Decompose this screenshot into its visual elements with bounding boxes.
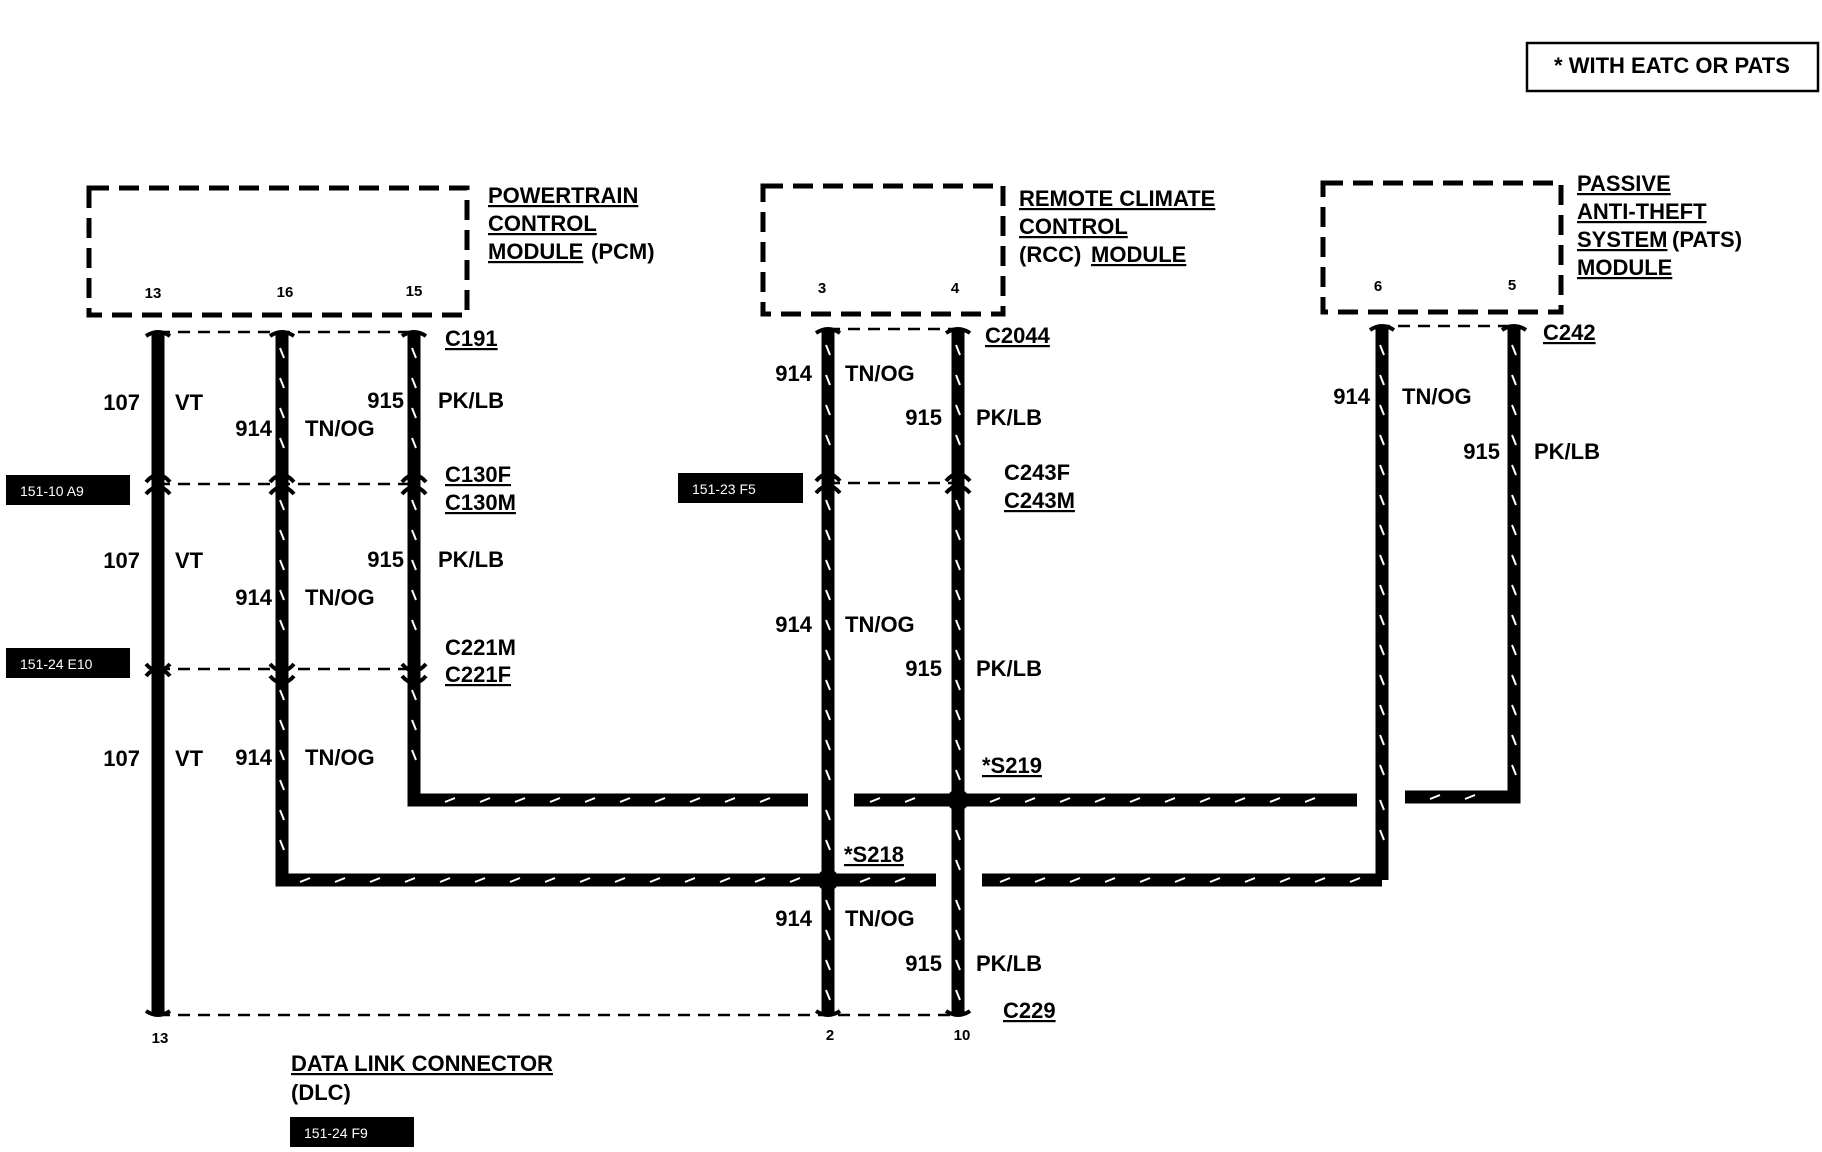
pats-pin-5: 5: [1508, 277, 1516, 294]
ref-tag-151-24-e10: 151-24 E10: [6, 648, 130, 678]
wire-914-color: TN/OG: [845, 612, 915, 637]
rcc-title-line3a: (RCC): [1019, 242, 1081, 267]
rcc-pin-3: 3: [818, 280, 826, 297]
wire-914-circuit: 914: [235, 585, 272, 610]
rcc-title-line2: CONTROL: [1019, 214, 1128, 239]
note-text: * WITH EATC OR PATS: [1554, 53, 1790, 78]
wire-915-color: PK/LB: [976, 656, 1042, 681]
wire-914-circuit: 914: [235, 416, 272, 441]
wire-915-color: PK/LB: [976, 951, 1042, 976]
wire-107-color: VT: [175, 746, 204, 771]
pcm-title-line3a: MODULE: [488, 239, 583, 264]
dlc-title-line2: (DLC): [291, 1080, 351, 1105]
pats-title-line4: MODULE: [1577, 255, 1672, 280]
pats-title-line3a: SYSTEM: [1577, 227, 1667, 252]
wire-107-color: VT: [175, 390, 204, 415]
wire-914-circuit: 914: [235, 745, 272, 770]
connector-c221f: C221F: [445, 662, 511, 687]
dlc-pin-13: 13: [152, 1030, 169, 1047]
wire-915-color: PK/LB: [976, 405, 1042, 430]
wire-914-circuit: 914: [775, 906, 812, 931]
svg-text:151-24 E10: 151-24 E10: [20, 656, 93, 672]
wire-914-color: TN/OG: [845, 361, 915, 386]
wire-107-color: VT: [175, 548, 204, 573]
splice-s219-dot: [947, 789, 969, 811]
pats-title-line3b: (PATS): [1672, 227, 1742, 252]
pcm-pin-15: 15: [406, 283, 423, 300]
wire-107-circuit: 107: [103, 548, 140, 573]
ref-tag-151-10-a9: 151-10 A9: [6, 475, 130, 505]
connector-c243m: C243M: [1004, 488, 1075, 513]
pcm-pin-16: 16: [277, 284, 294, 301]
wire-914-color: TN/OG: [305, 416, 375, 441]
ref-tag-151-23-f5: 151-23 F5: [678, 473, 803, 503]
pcm-module-box: [86, 185, 470, 318]
rcc-pin-4: 4: [951, 280, 960, 297]
connector-c242: C242: [1543, 320, 1596, 345]
wire-914-color: TN/OG: [1402, 384, 1472, 409]
connector-c130f: C130F: [445, 462, 511, 487]
inline-connector-symbols: [144, 324, 1528, 1017]
wire-915-color: PK/LB: [438, 388, 504, 413]
pcm-title-line1: POWERTRAIN: [488, 183, 638, 208]
pats-title-line2: ANTI-THEFT: [1577, 199, 1707, 224]
splice-s218-label: *S218: [844, 842, 904, 867]
dlc-pin-2: 2: [826, 1027, 834, 1044]
wire-914-circuit: 914: [775, 612, 812, 637]
dlc-title-line1: DATA LINK CONNECTOR: [291, 1051, 553, 1076]
svg-text:151-23 F5: 151-23 F5: [692, 481, 756, 497]
svg-text:151-24 F9: 151-24 F9: [304, 1125, 368, 1141]
wire-914-circuit: 914: [1333, 384, 1370, 409]
pats-module-box: [1320, 180, 1564, 315]
wire-914-circuit: 914: [775, 361, 812, 386]
rcc-module-box: [760, 183, 1006, 317]
twist-marks: [279, 344, 1517, 1001]
connector-c221m: C221M: [445, 635, 516, 660]
rcc-title-line3b: MODULE: [1091, 242, 1186, 267]
pcm-pin-13: 13: [145, 285, 162, 302]
connector-c243f: C243F: [1004, 460, 1070, 485]
pats-title-line1: PASSIVE: [1577, 171, 1671, 196]
splice-s218-dot: [817, 869, 839, 891]
wire-914-color: TN/OG: [305, 585, 375, 610]
connector-c2044: C2044: [985, 323, 1051, 348]
wire-107-circuit: 107: [103, 746, 140, 771]
wire-915-circuit: 915: [905, 656, 942, 681]
ref-tag-151-24-f9: 151-24 F9: [290, 1117, 414, 1147]
note-box: * WITH EATC OR PATS: [1525, 41, 1820, 93]
wire-915-color: PK/LB: [1534, 439, 1600, 464]
wire-915-circuit: 915: [367, 388, 404, 413]
pats-pin-6: 6: [1374, 278, 1382, 295]
splice-s219-label: *S219: [982, 753, 1042, 778]
wire-914-color: TN/OG: [845, 906, 915, 931]
svg-text:151-10 A9: 151-10 A9: [20, 483, 84, 499]
dlc-pin-10: 10: [954, 1027, 971, 1044]
connector-c191: C191: [445, 326, 498, 351]
wire-915-circuit: 915: [1463, 439, 1500, 464]
pcm-title-line3b: (PCM): [591, 239, 655, 264]
connector-c130m: C130M: [445, 490, 516, 515]
wire-915-circuit: 915: [905, 405, 942, 430]
connector-c229: C229: [1003, 998, 1056, 1023]
wire-915-color: PK/LB: [438, 547, 504, 572]
wire-914-color: TN/OG: [305, 745, 375, 770]
wire-915-circuit: 915: [367, 547, 404, 572]
rcc-title-line1: REMOTE CLIMATE: [1019, 186, 1215, 211]
pcm-title-line2: CONTROL: [488, 211, 597, 236]
wire-107-circuit: 107: [103, 390, 140, 415]
wire-915-circuit: 915: [905, 951, 942, 976]
